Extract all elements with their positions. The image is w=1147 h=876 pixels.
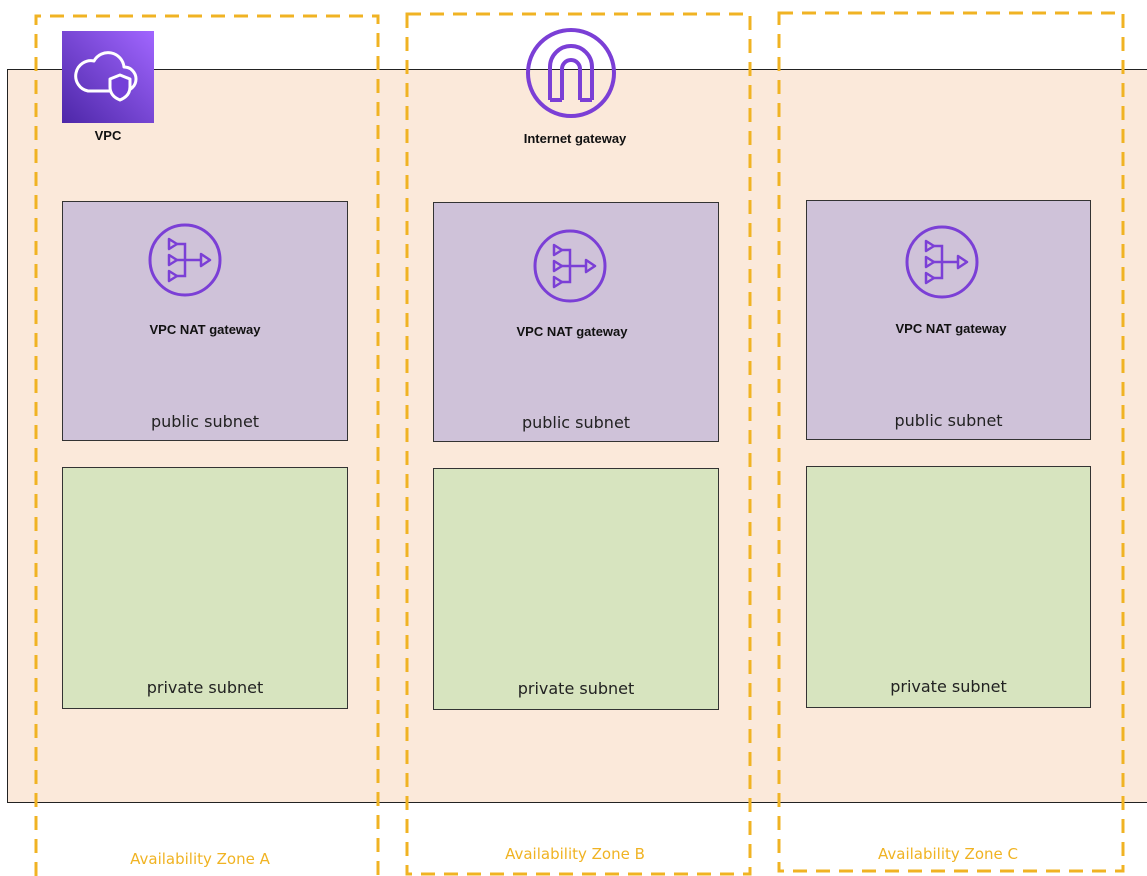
nat-gateway-icon <box>532 228 608 304</box>
private-subnet-label: private subnet <box>517 679 635 698</box>
nat-gateway-label: VPC NAT gateway <box>149 322 261 337</box>
nat-gateway-label: VPC NAT gateway <box>516 324 628 339</box>
public-subnet-label: public subnet <box>894 411 1003 430</box>
internet-gateway-label: Internet gateway <box>523 131 627 146</box>
availability-zone-b-label: Availability Zone B <box>505 845 645 863</box>
private-subnet-c: private subnet <box>806 466 1091 708</box>
availability-zone-c-label: Availability Zone C <box>878 845 1018 863</box>
nat-gateway-icon <box>147 222 223 298</box>
private-subnet-b: private subnet <box>433 468 719 710</box>
availability-zone-a-label: Availability Zone A <box>130 850 270 868</box>
public-subnet-label: public subnet <box>521 413 631 432</box>
public-subnet-label: public subnet <box>150 412 260 431</box>
private-subnet-a: private subnet <box>62 467 348 709</box>
vpc-icon <box>62 31 154 123</box>
nat-gateway-icon <box>904 224 980 300</box>
vpc-label: VPC <box>94 128 122 143</box>
nat-gateway-label: VPC NAT gateway <box>895 321 1007 336</box>
private-subnet-label: private subnet <box>890 677 1007 696</box>
internet-gateway-icon <box>525 27 617 119</box>
private-subnet-label: private subnet <box>146 678 264 697</box>
